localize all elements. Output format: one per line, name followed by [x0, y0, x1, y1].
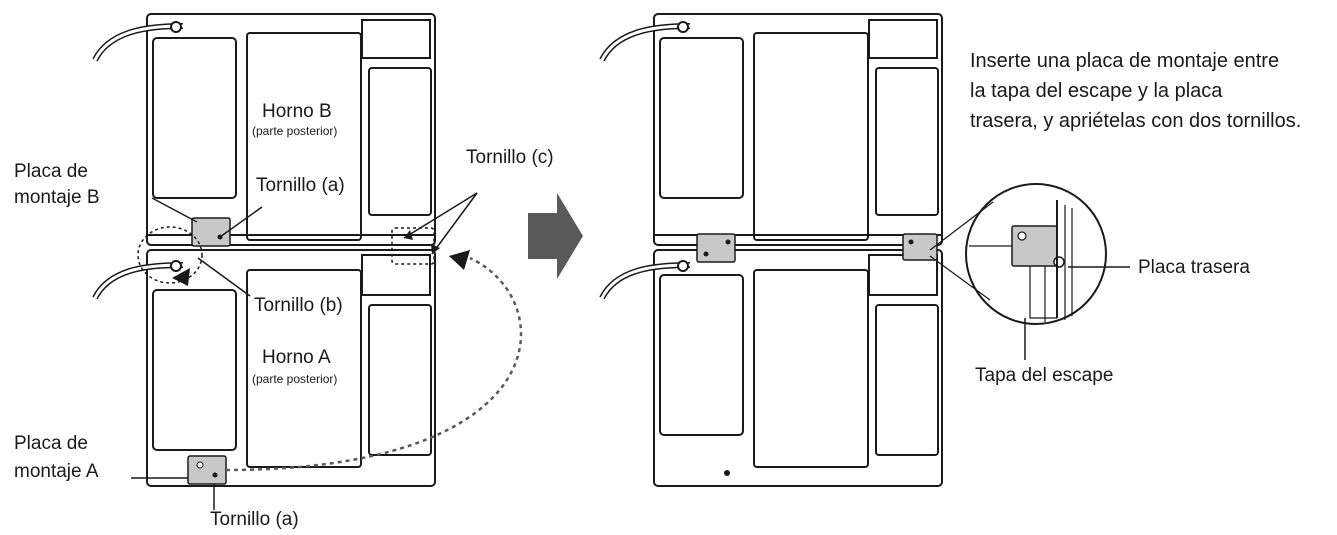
label-horno-b-sub: (parte posterior): [252, 124, 338, 138]
oven-b-left: [92, 13, 436, 246]
oven-b-right: [599, 13, 943, 246]
instruction-line-2: la tapa del escape y la placa: [970, 80, 1223, 102]
mounting-plate-a: [187, 455, 227, 485]
label-horno-a: Horno A: [262, 347, 331, 368]
label-placa-a-line2: montaje A: [14, 461, 99, 482]
instruction-line-3: trasera, y apriételas con dos tornillos.: [970, 110, 1302, 132]
oven-a-left: [92, 249, 436, 487]
instruction-line-1: Inserte una placa de montaje entre: [970, 50, 1280, 72]
label-horno-b: Horno B: [262, 101, 332, 122]
label-horno-a-sub: (parte posterior): [252, 372, 338, 386]
oven-a-right: [599, 249, 943, 487]
label-tornillo-a-bottom: Tornillo (a): [210, 509, 299, 530]
label-tapa-escape: Tapa del escape: [975, 365, 1114, 386]
label-placa-b-line1: Placa de: [14, 161, 88, 182]
installed-plate-right: [902, 233, 938, 261]
label-tornillo-b: Tornillo (b): [254, 295, 343, 316]
installed-plate-left: [696, 233, 736, 263]
move-path-dashed: [225, 256, 523, 472]
instruction-text: Inserte una placa de montaje entre la ta…: [970, 46, 1335, 136]
label-placa-a-line1: Placa de: [14, 433, 88, 454]
label-tornillo-c: Tornillo (c): [466, 147, 554, 168]
next-step-arrow: [528, 193, 583, 279]
label-placa-b-line2: montaje B: [14, 187, 100, 208]
label-placa-trasera: Placa trasera: [1138, 257, 1250, 278]
detail-magnifier: [965, 183, 1107, 325]
label-tornillo-a-top: Tornillo (a): [256, 175, 345, 196]
